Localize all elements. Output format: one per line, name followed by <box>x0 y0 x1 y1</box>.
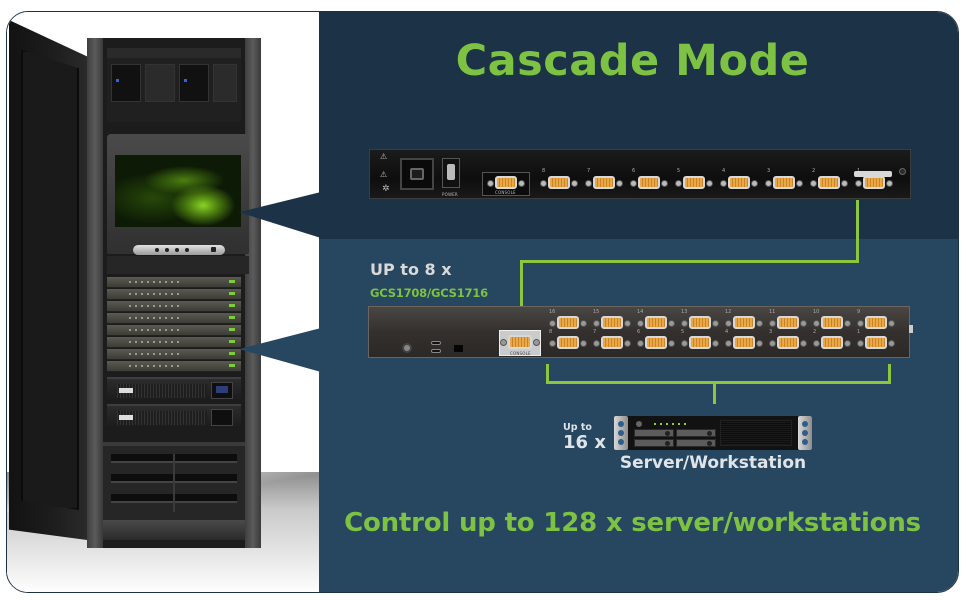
dc-power-jack <box>454 345 463 352</box>
warning-icon: ⚠ <box>380 170 388 179</box>
vga-port <box>630 176 668 189</box>
ground-screw <box>402 343 412 353</box>
rack-door <box>9 20 87 540</box>
port-number-label: 2 <box>812 168 816 174</box>
model-tag <box>854 171 892 177</box>
vga-port <box>720 176 758 189</box>
port-number-label: 4 <box>725 329 729 335</box>
vga-port <box>549 316 587 329</box>
rack-base <box>103 520 245 540</box>
server-up-to-label: Up to <box>563 422 592 433</box>
vga-port <box>765 176 803 189</box>
vga-port <box>857 316 895 329</box>
lcd-screen <box>115 155 241 227</box>
vga-port <box>637 336 675 349</box>
power-switch <box>442 158 460 188</box>
vga-port <box>549 336 587 349</box>
port-number-label: 3 <box>767 168 771 174</box>
port-number-label: 14 <box>637 309 644 315</box>
port-number-label: 9 <box>857 309 861 315</box>
vga-port <box>813 316 851 329</box>
port-number-label: 6 <box>632 168 636 174</box>
vga-port <box>725 316 763 329</box>
page-title: Cascade Mode <box>455 36 810 86</box>
panel-bottom-section <box>319 239 958 592</box>
cascade-diagram-panel <box>319 12 958 592</box>
vga-port <box>855 176 893 189</box>
screw <box>899 168 906 175</box>
cascade-connector-line <box>520 260 523 332</box>
port-number-label: 3 <box>769 329 773 335</box>
vga-port <box>585 176 623 189</box>
port-number-label: 10 <box>813 309 820 315</box>
usb-port <box>431 341 441 345</box>
cascade-connector-line <box>520 260 859 263</box>
cascade-model-label: GCS1708/GCS1716 <box>370 286 488 300</box>
port-number-label: 13 <box>681 309 688 315</box>
vga-port <box>593 336 631 349</box>
port-number-label: 4 <box>722 168 726 174</box>
usb-port <box>431 349 441 353</box>
vga-port <box>675 176 713 189</box>
vga-port <box>540 176 578 189</box>
vga-port <box>681 316 719 329</box>
port-number-label: 5 <box>677 168 681 174</box>
cascade-kvm-rear-panel: CONSOLE 16 15 14 13 12 11 10 9 8 7 6 5 4 3 2 1 <box>368 306 913 358</box>
drive-bay <box>107 48 241 122</box>
rack-post-right <box>245 38 261 548</box>
cascade-count-label: UP to 8 x <box>370 260 452 279</box>
battery-unit <box>107 404 241 428</box>
port-number-label: 1 <box>857 329 861 335</box>
port-number-label: 8 <box>542 168 546 174</box>
rack-vent <box>103 442 245 522</box>
ups-unit <box>107 377 241 401</box>
vga-port <box>857 336 895 349</box>
port-number-label: 12 <box>725 309 732 315</box>
port-number-label: 5 <box>681 329 685 335</box>
kvm-switch-stack <box>107 277 241 375</box>
port-number-label: 2 <box>813 329 817 335</box>
ground-icon: ✲ <box>382 184 390 194</box>
vga-port <box>813 336 851 349</box>
vga-port <box>769 316 807 329</box>
power-label: POWER <box>442 192 458 197</box>
port-number-label: 16 <box>549 309 556 315</box>
port-number-label: 7 <box>587 168 591 174</box>
console-port: CONSOLE <box>482 172 530 196</box>
footer-tagline: Control up to 128 x server/workstations <box>344 508 921 538</box>
power-inlet <box>400 158 434 190</box>
port-number-label: 6 <box>637 329 641 335</box>
console-port: CONSOLE <box>499 330 541 356</box>
server-rack-illustration <box>7 12 319 592</box>
ports-bracket <box>546 364 549 383</box>
server-label: Server/Workstation <box>619 453 807 473</box>
vga-port <box>681 336 719 349</box>
server-icon <box>614 416 812 450</box>
server-count-label: 16 x <box>563 432 606 453</box>
ports-bracket <box>888 364 891 383</box>
keyboard-tray <box>107 256 249 274</box>
port-number-label: 7 <box>593 329 597 335</box>
vga-port <box>725 336 763 349</box>
rack-post-left <box>87 38 103 548</box>
product-card <box>6 11 959 593</box>
vga-port <box>769 336 807 349</box>
cascade-connector-line <box>856 200 859 262</box>
warning-icon: ⚠ <box>380 152 388 161</box>
vga-port <box>593 316 631 329</box>
vga-port <box>637 316 675 329</box>
vga-port <box>810 176 848 189</box>
port-number-label: 11 <box>769 309 776 315</box>
ports-bracket-stem <box>713 381 716 404</box>
ports-bracket <box>546 381 891 384</box>
port-number-label: 15 <box>593 309 600 315</box>
lcd-button-panel <box>133 245 225 255</box>
port-number-label: 8 <box>549 329 553 335</box>
panel-top-section <box>319 12 958 239</box>
